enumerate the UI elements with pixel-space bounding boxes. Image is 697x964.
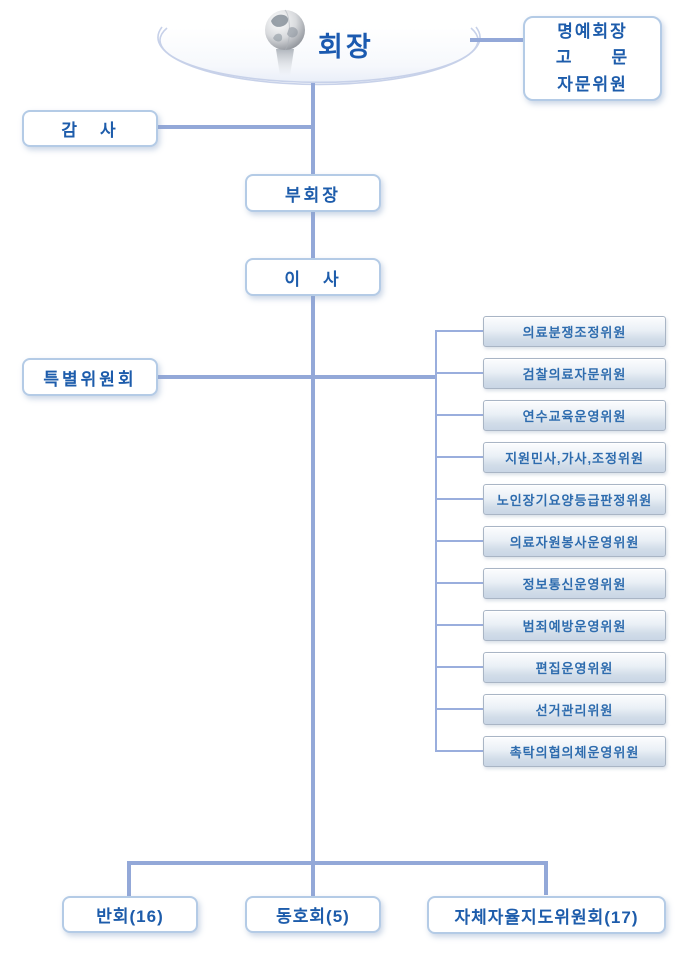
committee-stub — [435, 456, 483, 458]
group-box-self-regulation: 자체자율지도위원회(17) — [427, 896, 666, 934]
committee-stub — [435, 666, 483, 668]
group-box-donghohoe: 동호회(5) — [245, 896, 381, 933]
auditor-box: 감 사 — [22, 110, 158, 147]
chairman-dish — [157, 26, 481, 86]
group-box-banhoe: 반회(16) — [62, 896, 198, 933]
committee-box: 선거관리위원 — [483, 694, 666, 725]
committee-box: 의료자원봉사운영위원 — [483, 526, 666, 557]
committee-stub — [435, 540, 483, 542]
committee-box: 의료분쟁조정위원 — [483, 316, 666, 347]
connector-auditor — [158, 125, 315, 129]
connector-special — [158, 375, 437, 379]
committee-box: 정보통신운영위원 — [483, 568, 666, 599]
honorary-line: 명예회장 — [557, 21, 628, 41]
committee-stub — [435, 498, 483, 500]
committee-stub — [435, 330, 483, 332]
honorary-line: 자문위원 — [557, 74, 628, 94]
connector-honorary — [470, 38, 523, 42]
connector-trunk — [311, 83, 315, 896]
committee-box: 검찰의료자문위원 — [483, 358, 666, 389]
committee-stub — [435, 624, 483, 626]
honorary-box: 명예회장 고 문 자문위원 — [523, 16, 662, 101]
committee-stub — [435, 414, 483, 416]
connector-bottom-horizontal — [127, 861, 548, 865]
committee-box: 연수교육운영위원 — [483, 400, 666, 431]
vice-chairman-box: 부회장 — [245, 174, 381, 212]
globe-icon — [265, 9, 305, 76]
chairman-label: 회장 — [318, 32, 374, 62]
connector-bottom-left-drop — [127, 861, 131, 896]
honorary-line: 고 문 — [555, 48, 630, 68]
committee-box: 촉탁의협의체운영위원 — [483, 736, 666, 767]
committee-box: 편집운영위원 — [483, 652, 666, 683]
committee-box: 노인장기요양등급판정위원 — [483, 484, 666, 515]
committee-stub — [435, 750, 483, 752]
committee-box: 범죄예방운영위원 — [483, 610, 666, 641]
committee-box: 지원민사,가사,조정위원 — [483, 442, 666, 473]
committee-stub — [435, 372, 483, 374]
committee-stub — [435, 582, 483, 584]
connector-bottom-right-drop — [544, 861, 548, 895]
director-box: 이 사 — [245, 258, 381, 296]
special-committee-box: 특별위원회 — [22, 358, 158, 396]
committee-stub — [435, 708, 483, 710]
